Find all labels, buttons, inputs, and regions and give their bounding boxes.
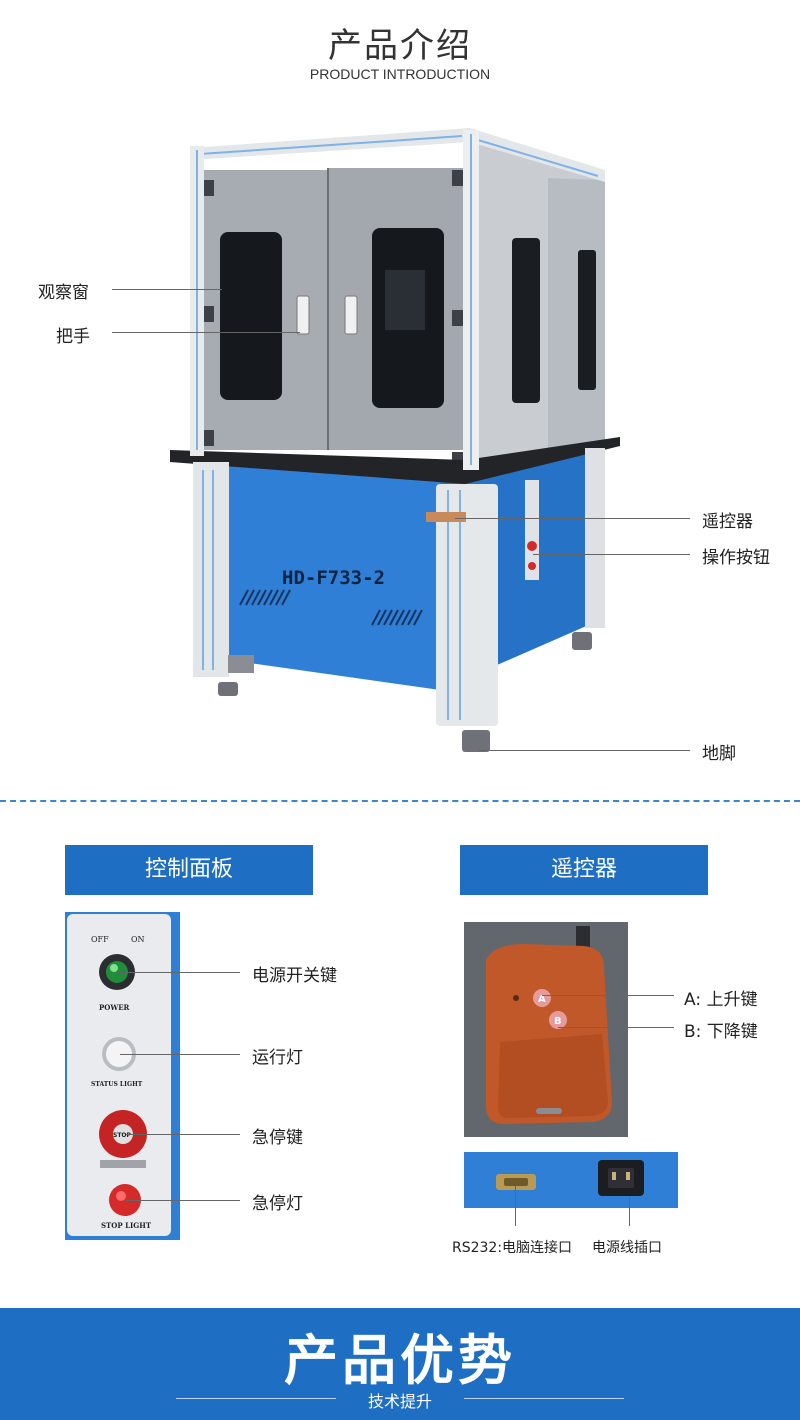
- model-label: HD-F733-2: [282, 567, 385, 589]
- svg-text:STATUS LIGHT: STATUS LIGHT: [91, 1081, 143, 1088]
- remote-photo: A B: [464, 922, 628, 1137]
- advantages-banner: [0, 1308, 800, 1420]
- foot-right: [572, 632, 592, 650]
- callout-estop-key: 急停键: [252, 1128, 303, 1148]
- top-frame: [190, 128, 605, 182]
- svg-text:STOP: STOP: [113, 1132, 132, 1139]
- callout-run-light: 运行灯: [252, 1048, 303, 1068]
- power-socket-label: 电源线插口: [592, 1240, 662, 1256]
- remote-holder: [426, 512, 466, 522]
- tab-remote-control: 遥控器: [460, 845, 708, 895]
- callout-line-feet: [478, 750, 690, 751]
- callout-line-estop-key: [126, 1134, 240, 1135]
- leg-front: [436, 484, 498, 726]
- foot-left: [218, 682, 238, 696]
- side-red-button: [527, 541, 537, 551]
- countertop: [170, 437, 620, 484]
- callout-line-button-b: [558, 1027, 674, 1028]
- callout-line-power-switch: [118, 972, 240, 973]
- svg-text:A: A: [538, 994, 546, 1005]
- ports-photo: [464, 1152, 678, 1208]
- foot-front: [462, 730, 490, 752]
- callout-line-button-a: [542, 995, 674, 996]
- callout-remote: 遥控器: [702, 512, 753, 532]
- connector-line-rs232: [515, 1186, 516, 1226]
- page-subtitle: PRODUCT INTRODUCTION: [309, 66, 491, 82]
- svg-text:STOP LIGHT: STOP LIGHT: [101, 1221, 152, 1230]
- rs232-label: RS232:电脑连接口: [452, 1240, 573, 1256]
- svg-text:OFF: OFF: [91, 935, 109, 944]
- callout-estop-light: 急停灯: [252, 1194, 303, 1214]
- leg-left: [193, 462, 229, 677]
- banner-line-left: [176, 1398, 336, 1399]
- callout-operation-buttons: 操作按钮: [702, 548, 770, 568]
- callout-power-switch: 电源开关键: [252, 966, 337, 986]
- svg-text:POWER: POWER: [99, 1003, 130, 1012]
- side-window-1: [512, 238, 540, 403]
- svg-text:B: B: [554, 1016, 562, 1027]
- vent-left: [239, 589, 291, 606]
- machine-illustration: HD-F733-2: [170, 128, 620, 752]
- callout-line-buttons: [533, 554, 690, 555]
- connector-line-power-socket: [629, 1196, 630, 1226]
- callout-observation-window: 观察窗: [38, 283, 89, 303]
- callout-button-b: B: 下降键: [684, 1022, 758, 1042]
- side-control-strip: [525, 480, 539, 580]
- control-panel-photo: OFF ON POWER STATUS LIGHT STOP STOP LIGH…: [65, 912, 180, 1240]
- dashed-divider: [0, 800, 800, 802]
- door-handle-right: [344, 295, 358, 335]
- tab-control-panel: 控制面板: [65, 845, 313, 895]
- callout-line-estop-light: [126, 1200, 240, 1201]
- leg-right: [585, 448, 605, 628]
- observation-window-left: [220, 232, 282, 400]
- callout-line-handle: [112, 332, 300, 333]
- callout-line-window: [112, 289, 222, 290]
- callout-line-remote: [455, 518, 690, 519]
- door-handle-left: [296, 295, 310, 335]
- banner-line-right: [464, 1398, 624, 1399]
- cabinet-front: [228, 458, 440, 690]
- callout-button-a: A: 上升键: [684, 990, 758, 1010]
- callout-feet: 地脚: [702, 744, 736, 764]
- callout-line-run-light: [120, 1054, 240, 1055]
- callout-handle: 把手: [56, 327, 90, 347]
- banner-subtitle: 技术提升: [367, 1392, 432, 1411]
- remote-button-a: [533, 989, 551, 1007]
- remote-button-b: [549, 1011, 567, 1029]
- page-title: 产品介绍: [328, 26, 472, 66]
- vent-right: [371, 609, 423, 626]
- banner-title: 产品优势: [284, 1329, 516, 1392]
- side-window-2: [578, 250, 596, 390]
- svg-text:ON: ON: [131, 935, 145, 944]
